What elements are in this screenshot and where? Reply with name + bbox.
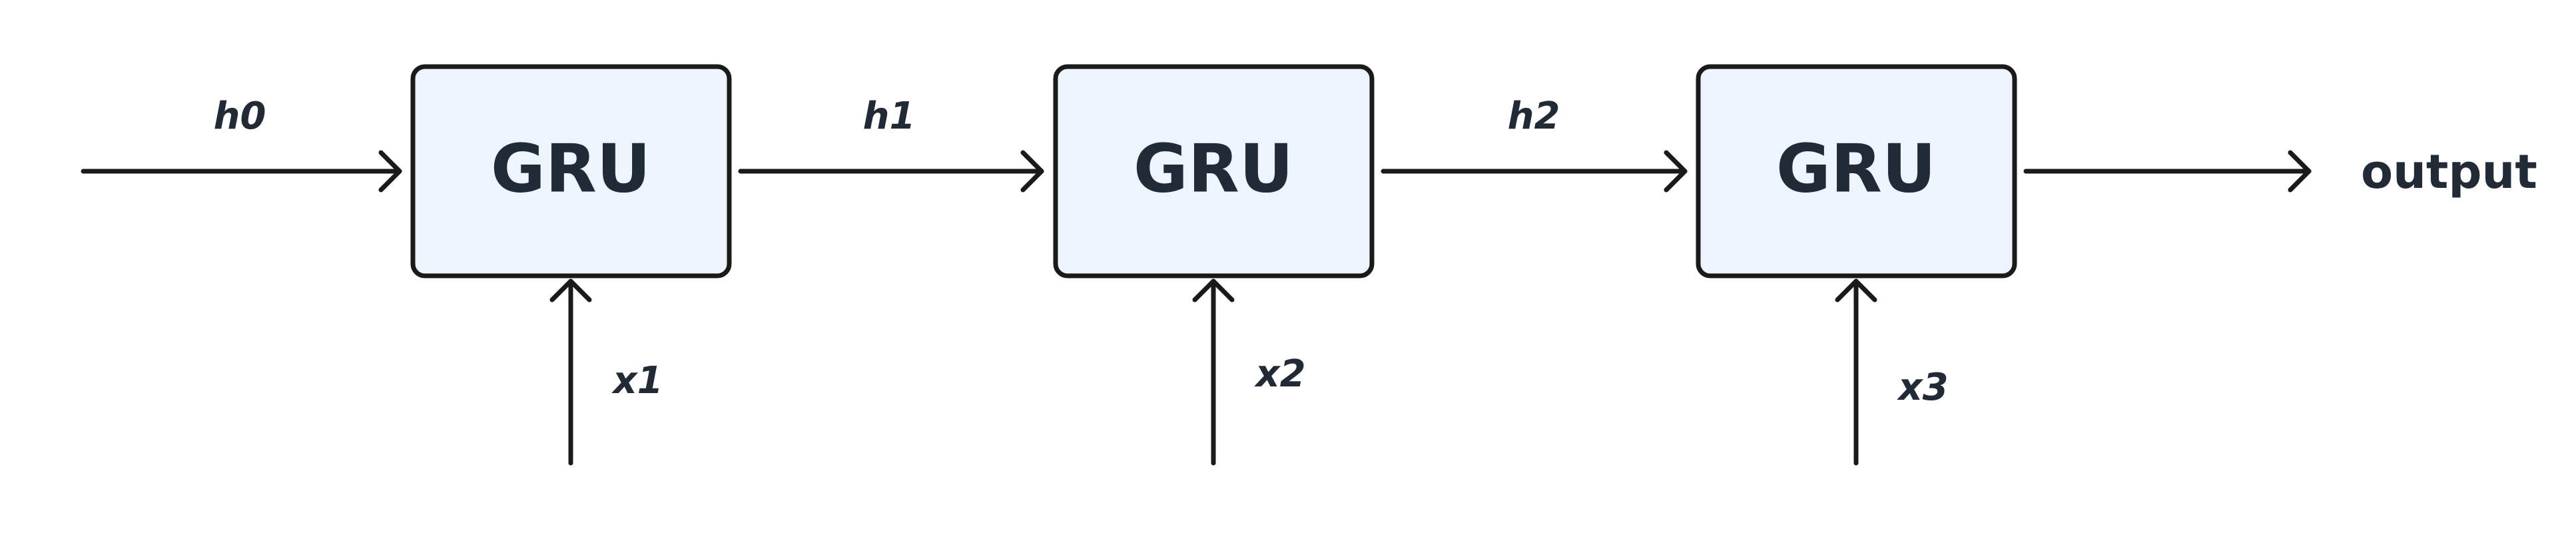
output-label: output — [2361, 145, 2537, 199]
hidden-state-arrow-h2 — [1381, 150, 1688, 193]
hidden-state-label-h2: h2 — [1508, 95, 1560, 138]
gru-cell-2: GRU — [1053, 64, 1375, 278]
input-arrow-x3 — [1835, 278, 1877, 466]
gru-cell-1: GRU — [410, 64, 732, 278]
hidden-state-arrow-h0 — [81, 150, 402, 193]
gru-cell-3-label: GRU — [1776, 129, 1936, 207]
input-label-x3: x3 — [1896, 366, 1948, 409]
input-arrow-x2 — [1192, 278, 1235, 466]
input-arrow-x1 — [549, 278, 592, 466]
hidden-state-label-h0: h0 — [214, 95, 266, 138]
gru-cell-1-label: GRU — [491, 129, 651, 207]
gru-cell-2-label: GRU — [1133, 129, 1293, 207]
input-label-x1: x1 — [611, 359, 663, 402]
hidden-state-label-h1: h1 — [863, 95, 916, 138]
output-arrow — [2023, 150, 2312, 193]
gru-cell-3: GRU — [1696, 64, 2017, 278]
input-label-x2: x2 — [1253, 352, 1305, 396]
hidden-state-arrow-h1 — [738, 150, 1044, 193]
